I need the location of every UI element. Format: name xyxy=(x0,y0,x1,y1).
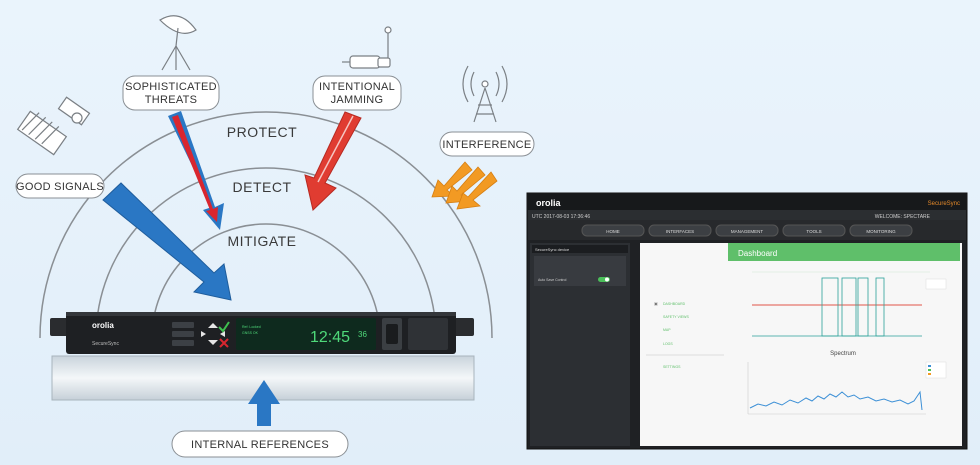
zone-detect: DETECT xyxy=(233,179,292,195)
ui-spectrum-title: Spectrum xyxy=(830,351,856,357)
ui-nav-tools[interactable]: TOOLS xyxy=(806,229,821,234)
ui-menu-settings[interactable]: SETTINGS xyxy=(663,365,681,369)
ui-top-bar xyxy=(528,194,966,210)
device-clock: 12:45 xyxy=(310,329,350,346)
ui-user: WELCOME: SPECTARE xyxy=(875,214,931,220)
svg-text:▣: ▣ xyxy=(654,301,658,306)
ui-brand: orolia xyxy=(536,198,561,208)
ui-nav-interfaces[interactable]: INTERFACES xyxy=(666,229,694,234)
zone-mitigate: MITIGATE xyxy=(227,233,296,249)
ui-menu-safety[interactable]: SAFETY VIEWS xyxy=(663,315,689,319)
securesync-device: orolia SecureSync Ref: Locked GNSS OK 12… xyxy=(50,312,474,354)
dish-icon xyxy=(159,15,197,71)
ui-side-menu: ▣ DASHBOARD SAFETY VIEWS MAP LOGS SETTIN… xyxy=(646,301,724,369)
ui-nav-home[interactable]: HOME xyxy=(606,229,620,234)
svg-text:INTERNAL REFERENCES: INTERNAL REFERENCES xyxy=(191,439,329,451)
device-model: SecureSync xyxy=(92,341,119,347)
device-button-1 xyxy=(172,322,194,328)
device-clock-seconds: 36 xyxy=(358,330,367,339)
device-display-line2: GNSS OK xyxy=(242,331,259,335)
svg-text:SOPHISTICATED: SOPHISTICATED xyxy=(125,81,217,93)
mitigate-arc xyxy=(151,223,381,339)
svg-text:INTENTIONAL: INTENTIONAL xyxy=(319,81,395,93)
ui-nav-management[interactable]: MANAGEMENT xyxy=(731,229,764,234)
svg-text:THREATS: THREATS xyxy=(145,94,198,106)
sophisticated-threats-label: SOPHISTICATED THREATS xyxy=(122,75,220,111)
ui-nav: HOME INTERFACES MANAGEMENT TOOLS MONITOR… xyxy=(581,224,913,237)
device-vent xyxy=(408,318,448,350)
jammer-icon xyxy=(342,26,392,69)
ui-left-panel-item: Auto Save Control xyxy=(538,278,567,282)
svg-text:JAMMING: JAMMING xyxy=(331,94,384,106)
ui-menu-logs[interactable]: LOGS xyxy=(663,342,673,346)
internal-references-label: INTERNAL REFERENCES xyxy=(171,430,349,458)
check-icon xyxy=(218,321,230,333)
satellite-icon xyxy=(16,96,91,156)
detect-arc xyxy=(95,167,437,339)
ui-nav-monitoring[interactable]: MONITORING xyxy=(866,229,896,234)
ui-spectrum-chart xyxy=(747,361,947,415)
ui-product: SecureSync xyxy=(928,201,960,207)
svg-text:GOOD SIGNALS: GOOD SIGNALS xyxy=(16,181,104,193)
intentional-jamming-label: INTENTIONAL JAMMING xyxy=(312,75,402,111)
device-left-icon xyxy=(201,331,206,337)
ui-status-chart xyxy=(752,271,947,337)
ui-menu-dashboard[interactable]: DASHBOARD xyxy=(663,302,686,306)
internal-references-arrow xyxy=(248,380,280,426)
good-signals-arrow xyxy=(102,182,232,301)
zone-protect: PROTECT xyxy=(227,124,297,140)
interference-arrows xyxy=(431,161,498,210)
ui-left-panel-title: SecureSync device xyxy=(535,247,570,252)
ui-menu-map[interactable]: MAP xyxy=(663,328,671,332)
device-button-3 xyxy=(172,340,194,346)
ui-timestamp: UTC 2017-08-03 17:36:46 xyxy=(532,214,590,220)
threat-arrow xyxy=(168,111,224,230)
device-up-icon xyxy=(208,323,218,328)
ui-dashboard-header xyxy=(728,243,960,261)
protect-arc xyxy=(39,111,493,339)
device-down-icon xyxy=(208,340,218,345)
device-brand: orolia xyxy=(92,321,114,330)
device-right-icon xyxy=(220,331,225,337)
radio-tower-icon xyxy=(462,65,508,123)
good-signals-label: GOOD SIGNALS xyxy=(15,173,105,199)
svg-text:INTERFERENCE: INTERFERENCE xyxy=(442,139,531,151)
securesync-ui-screenshot: orolia SecureSync UTC 2017-08-03 17:36:4… xyxy=(526,192,968,450)
jamming-arrow xyxy=(304,111,362,211)
device-display-line1: Ref: Locked xyxy=(242,325,261,329)
cross-icon xyxy=(219,338,229,348)
interference-label: INTERFERENCE xyxy=(439,131,535,157)
zone-arcs xyxy=(39,111,493,339)
device-button-2 xyxy=(172,331,194,337)
ui-dashboard-title: Dashboard xyxy=(738,249,777,258)
